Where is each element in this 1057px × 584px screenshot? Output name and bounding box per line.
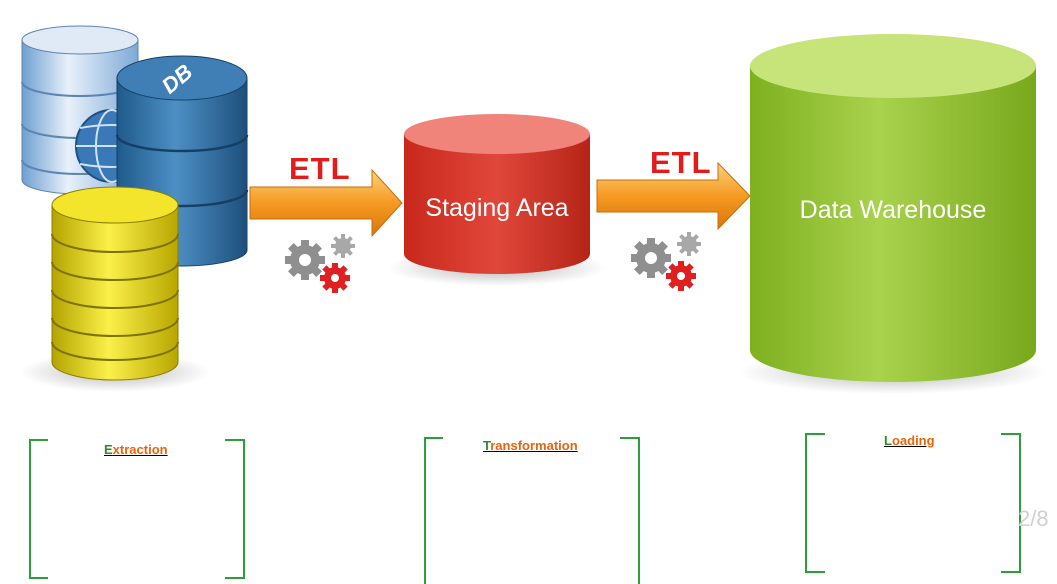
transformation-rest: ransformation xyxy=(490,438,578,453)
etl-arrow-2 xyxy=(596,161,751,231)
extraction-bracket xyxy=(29,439,245,579)
transformation-label: Transformation xyxy=(483,438,578,453)
data-warehouse-cylinder xyxy=(738,34,1048,394)
data-warehouse-label: Data Warehouse xyxy=(799,196,987,224)
staging-area-cylinder xyxy=(387,114,607,286)
transformation-bracket xyxy=(424,437,640,584)
loading-initial: L xyxy=(884,433,892,448)
yellow-database-icon xyxy=(20,186,210,392)
etl-label-2: ETL xyxy=(650,145,712,180)
transformation-initial: T xyxy=(483,438,491,453)
extraction-rest: xtraction xyxy=(112,442,168,457)
extraction-label: Extraction xyxy=(104,442,168,457)
loading-label: Loading xyxy=(884,433,935,448)
etl-arrow-1 xyxy=(249,168,403,238)
source-databases: DB xyxy=(20,25,249,392)
dark-blue-database-icon: DB xyxy=(115,55,249,267)
gears-icon xyxy=(631,232,701,291)
loading-rest: oading xyxy=(891,433,935,448)
staging-area-label: Staging Area xyxy=(425,194,569,222)
etl-label-1: ETL xyxy=(289,151,351,186)
gears-icon xyxy=(285,234,355,293)
extraction-initial: E xyxy=(104,442,113,457)
loading-bracket xyxy=(805,433,1021,573)
page-indicator: 2/8 xyxy=(1018,506,1049,531)
